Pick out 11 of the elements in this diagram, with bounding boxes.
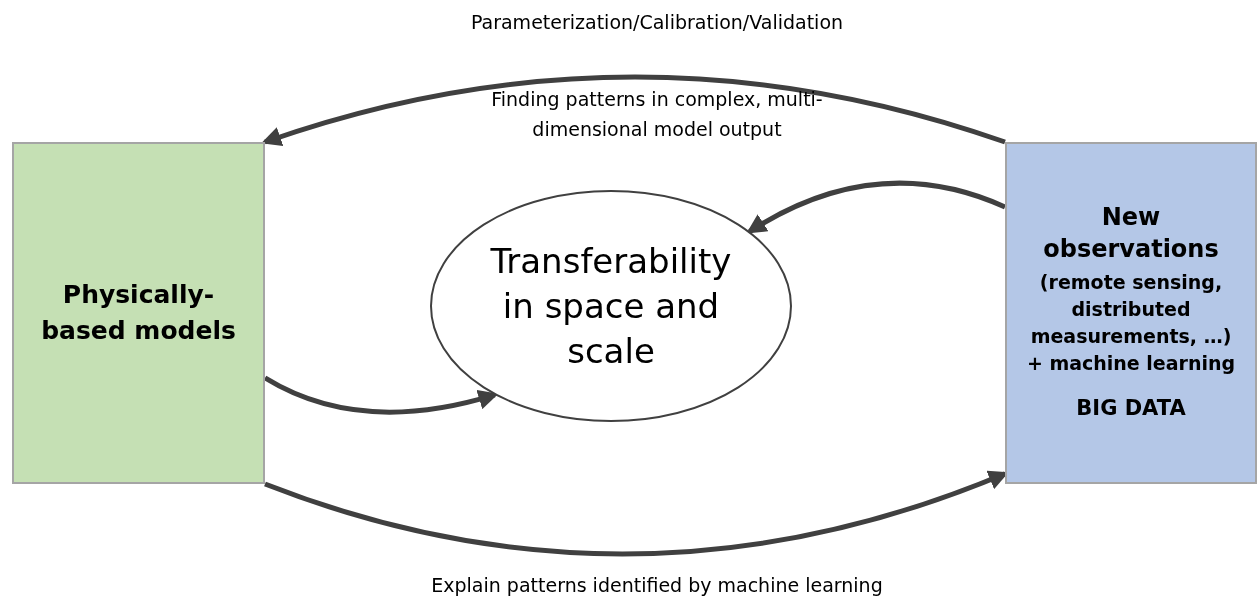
node-text: (remote sensing, distributed measurements, …) + machine learning <box>1025 270 1237 377</box>
curved-arrow <box>261 74 1006 147</box>
curved-arrow <box>746 180 1006 234</box>
process-box <box>1005 142 1257 484</box>
node-title: Physically-based models <box>40 279 237 347</box>
node-title: Transferability in space and scale <box>489 239 733 373</box>
node-title: New observations <box>1042 202 1220 266</box>
note-text: Finding patterns in complex, multi-dimensional model output <box>490 87 824 142</box>
process-box <box>12 142 265 484</box>
node-text: BIG DATA <box>1076 395 1186 423</box>
concept-ellipse <box>430 190 792 422</box>
